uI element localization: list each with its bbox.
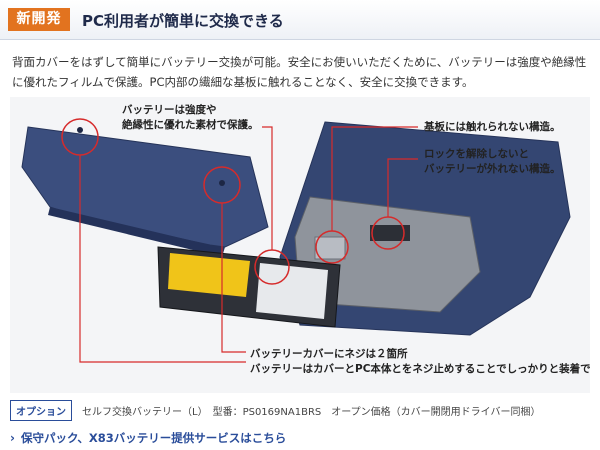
battery-warning-label <box>168 253 250 297</box>
chevron-right-icon: › <box>10 431 15 445</box>
description: 背面カバーをはずして簡単にバッテリー交換が可能。安全にお使いいただくために、バッ… <box>12 52 592 92</box>
leader-line-board <box>331 126 418 231</box>
option-badge: オプション <box>10 399 72 421</box>
description-line-1: 背面カバーをはずして簡単にバッテリー交換が可能。安全にお使いいただくために、バッ… <box>12 55 587 69</box>
callout-board-line: 基板には触れられない構造。 <box>424 121 561 133</box>
leader-line-film <box>262 126 273 250</box>
board-cover-plate <box>314 236 346 260</box>
callout-lock-line-2: バッテリーが外れない構造。 <box>424 163 561 175</box>
page-title: PC利用者が簡単に交換できる <box>82 12 284 30</box>
leader-line-screw-2 <box>221 203 246 353</box>
callout-screws-line-2: バッテリーはカバーとPC本体とをネジ止めすることでしっかりと装着できます。 <box>250 363 590 375</box>
option-row: オプション セルフ交換バッテリー（L） 型番：PS0169NA1BRS オープン… <box>10 399 590 421</box>
callout-lock-line-1: ロックを解除しないと <box>424 148 529 160</box>
callout-film-line-1: バッテリーは強度や <box>122 104 217 116</box>
battery-cover-shape <box>21 126 269 248</box>
internal-bay-shape <box>294 196 481 313</box>
battery-cover-edge <box>48 207 225 257</box>
description-line-2: に優れたフィルムで保護。PC内部の繊細な基板に触れることなく、安全に交換できます… <box>12 75 474 89</box>
laptop-illustration <box>21 118 571 363</box>
callout-lock: ロックを解除しないと バッテリーが外れない構造。 <box>424 147 561 177</box>
callout-screws: バッテリーカバーにネジは２箇所 バッテリーはカバーとPC本体とをネジ止めすること… <box>250 347 590 377</box>
callout-board: 基板には触れられない構造。 <box>424 120 561 135</box>
new-development-badge: 新開発 <box>8 8 70 31</box>
battery-replacement-figure: バッテリーは強度や 絶縁性に優れた素材で保護。 基板には触れられない構造。 ロッ… <box>10 97 590 393</box>
battery-info-label <box>256 263 328 319</box>
cover-screw-1 <box>77 127 83 133</box>
callout-film: バッテリーは強度や 絶縁性に優れた素材で保護。 <box>122 103 259 133</box>
service-link-row[interactable]: › 保守パック、X83バッテリー提供サービスはこちら <box>10 429 286 447</box>
option-text: セルフ交換バッテリー（L） 型番：PS0169NA1BRS オープン価格（カバー… <box>82 406 541 418</box>
callout-film-line-2: 絶縁性に優れた素材で保護。 <box>122 119 259 131</box>
service-link[interactable]: 保守パック、X83バッテリー提供サービスはこちら <box>20 431 287 445</box>
leader-line-lock <box>387 158 418 217</box>
battery-lock <box>370 225 410 241</box>
leader-line-screw-1 <box>79 155 246 363</box>
callout-screws-line-1: バッテリーカバーにネジは２箇所 <box>250 348 408 360</box>
cover-screw-2 <box>219 180 225 186</box>
page-header: 新開発 PC利用者が簡単に交換できる <box>0 0 600 40</box>
